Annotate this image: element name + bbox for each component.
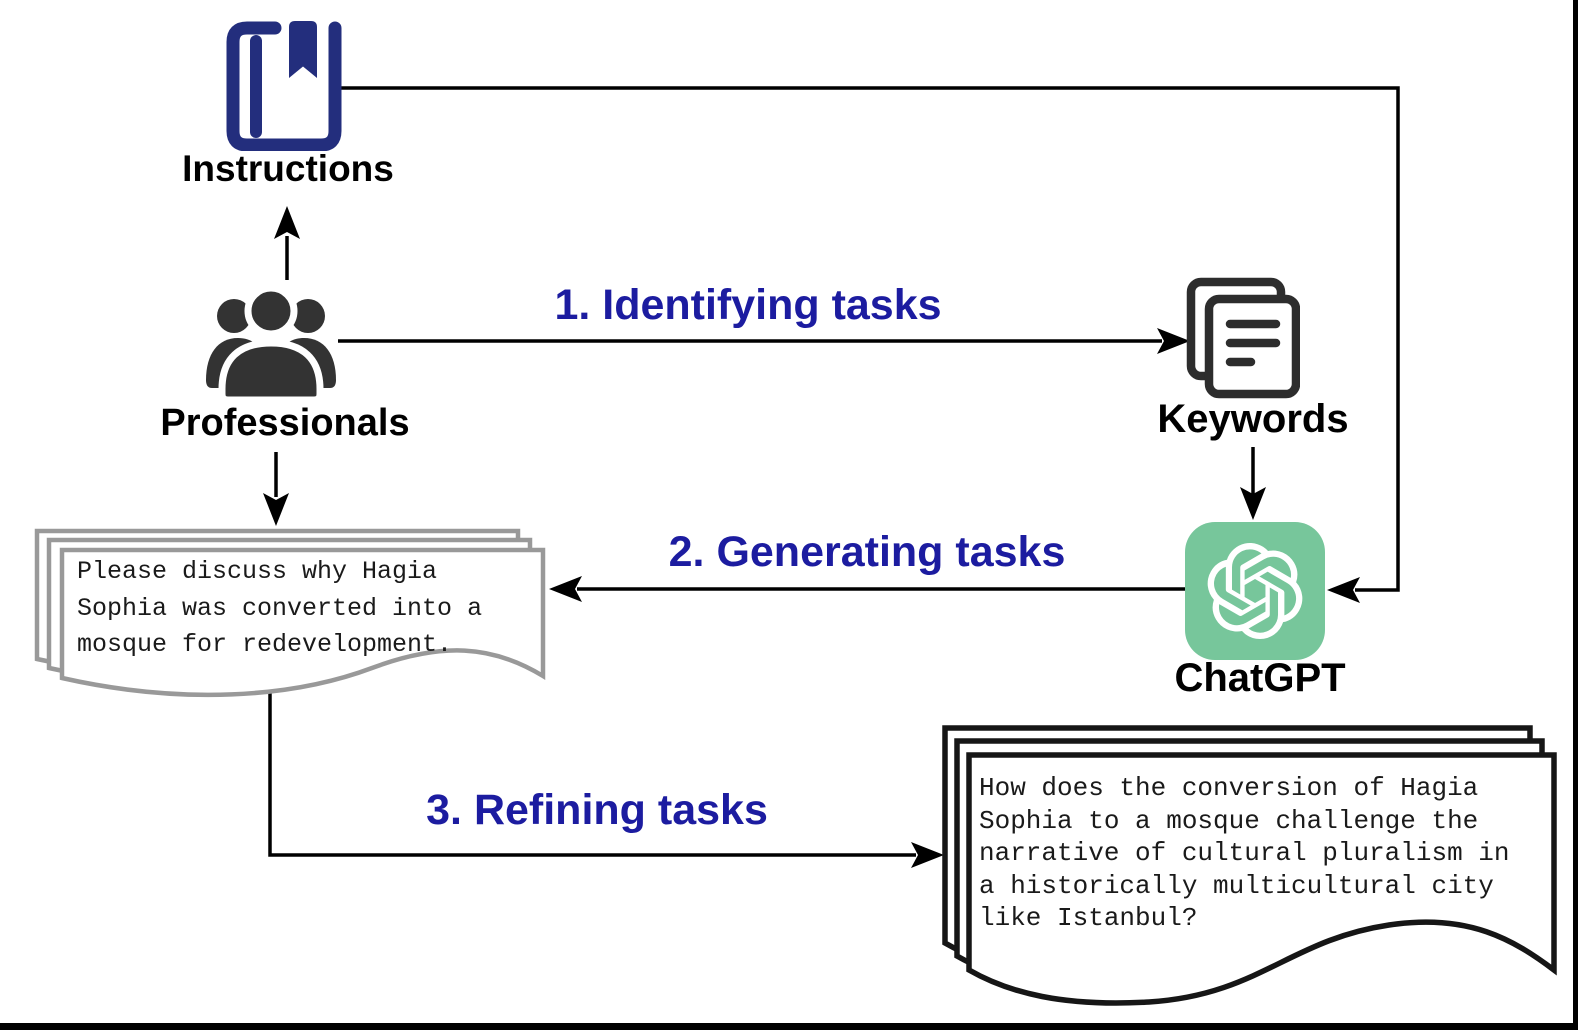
chatgpt-logo (1185, 522, 1325, 660)
professionals-label: Professionals (160, 402, 410, 444)
openai-logo-icon (1207, 543, 1303, 639)
text-lines (1225, 319, 1281, 367)
draft-sheets (34, 528, 546, 698)
arrowhead-into-draft-doc (549, 576, 582, 602)
doc-line: Sophia was converted into a (77, 593, 483, 623)
people-group (206, 284, 336, 404)
arrowhead-down-draft-doc (263, 493, 289, 526)
doc-line: a historically multicultural city (979, 870, 1494, 901)
arrowhead-into-refined-doc (911, 842, 944, 868)
person-left-head (217, 299, 251, 333)
doc-line: like Istanbul? (979, 903, 1198, 934)
arrowhead-up-instructions (274, 206, 300, 239)
doc-line: mosque for redevelopment. (77, 630, 453, 659)
refined-task-text: How does the conversion of Hagia Sophia … (979, 772, 1554, 935)
step-2-label: 2. Generating tasks (668, 528, 1066, 576)
arrowhead-down-chatgpt (1240, 487, 1266, 520)
step-1-label: 1. Identifying tasks (554, 281, 942, 329)
person-right-head (291, 299, 325, 333)
person-front-body (218, 339, 324, 404)
professionals-icon (206, 284, 336, 404)
arrowhead-into-keywords (1157, 328, 1190, 354)
draft-task-note (34, 528, 546, 698)
refined-sheet-front (966, 752, 1557, 1006)
edge-instructions-to-chatgpt (340, 86, 1400, 592)
bookmark-ribbon (289, 21, 317, 78)
chatgpt-label: ChatGPT (1174, 656, 1346, 700)
edge-draft-to-refined-doc (268, 686, 916, 857)
doc-line: Sophia to a mosque challenge the (979, 805, 1479, 836)
step-3-label: 3. Refining tasks (426, 786, 768, 834)
documents-icon (1186, 277, 1300, 399)
book-bookmark-icon (226, 21, 342, 151)
draft-task-text: Please discuss why Hagia Sophia was conv… (77, 554, 547, 664)
instructions-label: Instructions (182, 148, 394, 189)
figure-border-right (1573, 0, 1578, 1030)
doc-line: How does the conversion of Hagia (979, 773, 1479, 803)
draft-sheet-front (59, 547, 546, 698)
refined-task-note (942, 725, 1557, 1006)
arrowhead-into-chatgpt-right (1327, 577, 1360, 603)
person-front-head (244, 284, 298, 338)
openai-knot (1207, 543, 1303, 639)
figure-border-bottom (0, 1023, 1578, 1030)
refined-sheets (942, 725, 1557, 1006)
doc-line: narrative of cultural pluralism in (979, 838, 1510, 869)
keywords-label: Keywords (1157, 397, 1349, 441)
doc-line: Please discuss why Hagia (77, 557, 438, 586)
book-outline (226, 21, 342, 151)
